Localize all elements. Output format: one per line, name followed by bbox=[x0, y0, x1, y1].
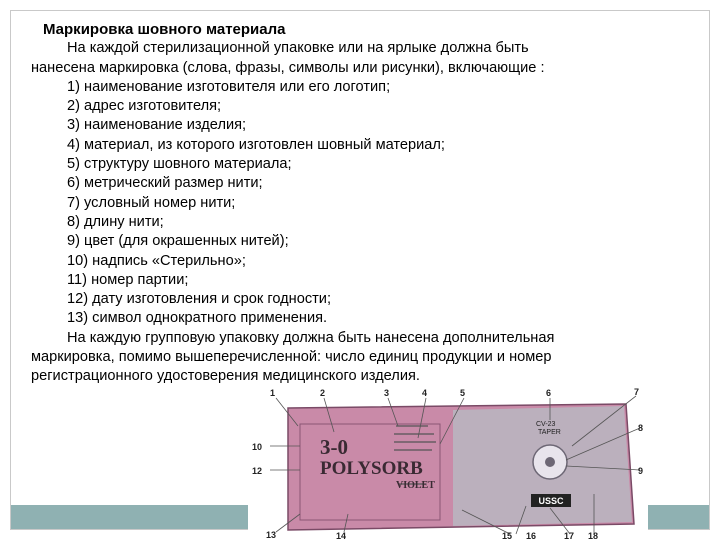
callout-number: 6 bbox=[546, 388, 551, 398]
list-item: 5) структуру шовного материала; bbox=[67, 156, 292, 173]
size-text: 3-0 bbox=[320, 435, 348, 459]
color-text: VIOLET bbox=[396, 480, 435, 491]
package-illustration: 3-0 POLYSORB VIOLET CV-23 TAPER USSC bbox=[252, 387, 643, 540]
callout-numbers: 1 2 3 4 5 6 7 8 9 10 12 13 14 15 16 17 1… bbox=[252, 387, 643, 540]
callout-number: 10 bbox=[252, 442, 262, 452]
list-item: 11) номер партии; bbox=[67, 271, 189, 288]
list-item: 3) наименование изделия; bbox=[67, 117, 247, 134]
slide-title: Маркировка шовного материала bbox=[43, 21, 286, 38]
callout-number: 8 bbox=[638, 423, 643, 433]
callout-number: 17 bbox=[564, 531, 574, 540]
group-line-1: На каждую групповую упаковку должна быть… bbox=[67, 329, 555, 346]
slide-body: Маркировка шовного материала На каждой с… bbox=[31, 20, 701, 387]
needle-text-1: CV-23 bbox=[536, 421, 556, 428]
group-line-2: маркировка, помимо вышеперечисленной: чи… bbox=[31, 349, 552, 366]
maker-logo-box bbox=[531, 494, 571, 507]
list-item: 13) символ однократного применения. bbox=[67, 310, 328, 327]
callout-number: 13 bbox=[266, 530, 276, 540]
package-inner-frame bbox=[299, 423, 441, 521]
needle-text-2: TAPER bbox=[538, 429, 561, 436]
callout-number: 3 bbox=[384, 388, 389, 398]
maker-logo-text: USSC bbox=[538, 496, 564, 506]
callout-number: 12 bbox=[252, 466, 262, 476]
marking-list: 1) наименование изготовителя или его лог… bbox=[31, 78, 701, 329]
callout-number: 18 bbox=[588, 531, 598, 540]
intro-line-1: На каждой стерилизационной упаковке или … bbox=[67, 40, 529, 57]
list-item: 9) цвет (для окрашенных нитей); bbox=[67, 233, 289, 250]
callout-number: 14 bbox=[336, 531, 346, 540]
list-item: 12) дату изготовления и срок годности; bbox=[67, 291, 332, 308]
list-item: 6) метрический размер нити; bbox=[67, 175, 263, 192]
needle-center-icon bbox=[545, 457, 555, 467]
callout-number: 2 bbox=[320, 388, 325, 398]
list-item: 10) надпись «Стерильно»; bbox=[67, 252, 246, 269]
callout-number: 15 bbox=[502, 531, 512, 540]
callout-number: 1 bbox=[270, 388, 275, 398]
package-small-print bbox=[394, 425, 436, 485]
callout-lines bbox=[270, 395, 641, 535]
callout-number: 7 bbox=[634, 387, 639, 397]
suture-package-photo: 3-0 POLYSORB VIOLET CV-23 TAPER USSC bbox=[248, 384, 648, 540]
list-item: 8) длину нити; bbox=[67, 213, 164, 230]
list-item: 7) условный номер нити; bbox=[67, 194, 236, 211]
callout-number: 16 bbox=[526, 531, 536, 540]
list-item: 1) наименование изготовителя или его лог… bbox=[67, 78, 391, 95]
intro-line-2: нанесена маркировка (слова, фразы, симво… bbox=[31, 59, 545, 76]
callout-number: 4 bbox=[422, 388, 427, 398]
callout-number: 5 bbox=[460, 388, 465, 398]
list-item: 2) адрес изготовителя; bbox=[67, 98, 222, 115]
list-item: 4) материал, из которого изготовлен шовн… bbox=[67, 136, 445, 153]
group-line-3: регистрационного удостоверения медицинск… bbox=[31, 368, 420, 385]
brand-text: POLYSORB bbox=[320, 458, 423, 479]
callout-number: 9 bbox=[638, 466, 643, 476]
